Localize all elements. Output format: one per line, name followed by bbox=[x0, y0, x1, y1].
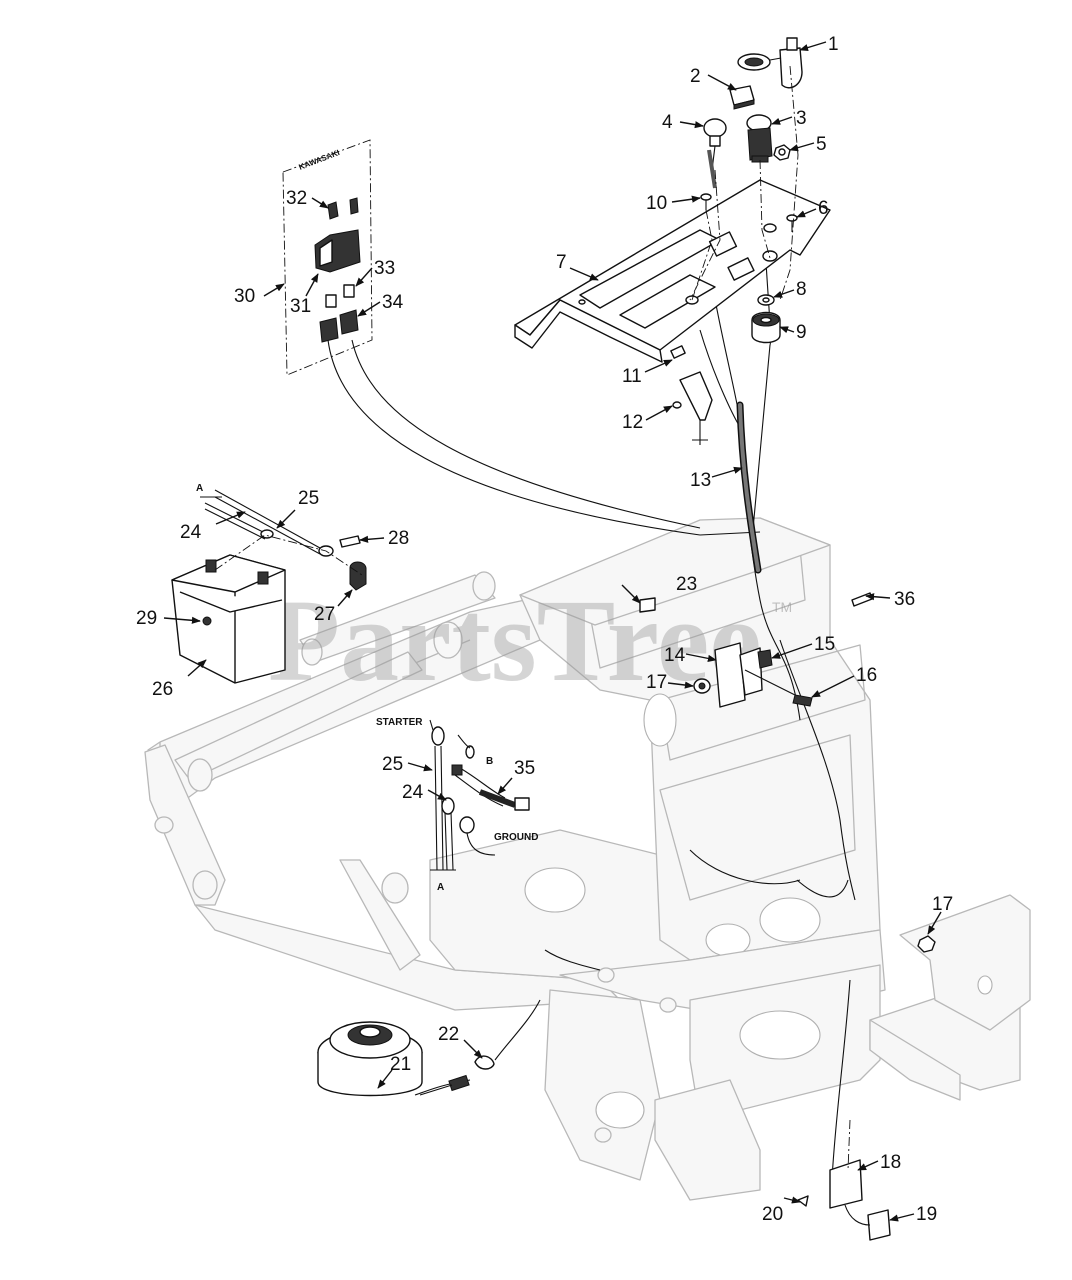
hex-nut bbox=[773, 144, 791, 161]
callout-8: 8 bbox=[796, 279, 807, 300]
callout-28: 28 bbox=[388, 528, 409, 549]
callout-25a: 25 bbox=[298, 488, 319, 509]
battery bbox=[171, 554, 286, 684]
ignition-switch bbox=[746, 114, 773, 163]
watermark: PartsTree TM bbox=[268, 575, 792, 706]
label-a-bottom: A bbox=[437, 882, 444, 893]
callout-7: 7 bbox=[556, 252, 567, 273]
label-ground: GROUND bbox=[494, 832, 538, 843]
callout-33: 33 bbox=[374, 258, 395, 279]
callout-24b: 24 bbox=[402, 782, 424, 803]
label-starter: STARTER bbox=[376, 717, 423, 728]
throttle-knob bbox=[703, 118, 727, 189]
callout-19: 19 bbox=[916, 1204, 937, 1225]
callout-29: 29 bbox=[136, 608, 157, 629]
callout-15: 15 bbox=[814, 634, 835, 655]
callout-10: 10 bbox=[646, 193, 667, 214]
callout-1: 1 bbox=[828, 34, 839, 55]
engine-connector-box: KAWASAKI bbox=[282, 139, 373, 376]
callout-22: 22 bbox=[438, 1024, 459, 1045]
label-b: B bbox=[486, 756, 493, 767]
callout-12: 12 bbox=[622, 412, 643, 433]
callout-17b: 17 bbox=[932, 894, 953, 915]
wiring-harness bbox=[327, 244, 856, 1181]
callout-35: 35 bbox=[514, 758, 535, 779]
seat-switch bbox=[639, 597, 813, 708]
callout-9: 9 bbox=[796, 322, 807, 343]
callout-16: 16 bbox=[856, 665, 877, 686]
engine-label: KAWASAKI bbox=[297, 148, 340, 172]
hex-nut-17 bbox=[917, 935, 936, 953]
callout-13: 13 bbox=[690, 470, 711, 491]
callout-11: 11 bbox=[622, 366, 642, 387]
callout-17a: 17 bbox=[646, 672, 667, 693]
callout-21: 21 bbox=[390, 1054, 411, 1075]
callout-26: 26 bbox=[152, 679, 173, 700]
callout-6: 6 bbox=[818, 198, 829, 219]
callout-numbers: 1 2 3 4 5 6 7 8 9 10 11 12 13 14 15 16 1… bbox=[136, 34, 953, 1225]
callout-36: 36 bbox=[894, 589, 915, 610]
bolt-36 bbox=[851, 592, 873, 607]
callout-25b: 25 bbox=[382, 754, 403, 775]
callout-34: 34 bbox=[382, 292, 404, 313]
watermark-tm: TM bbox=[772, 599, 792, 615]
callout-31: 31 bbox=[290, 296, 311, 317]
callout-4: 4 bbox=[662, 112, 673, 133]
battery-cables: A bbox=[196, 483, 367, 591]
callout-5: 5 bbox=[816, 134, 827, 155]
cable-bracket bbox=[670, 345, 713, 445]
callout-24a: 24 bbox=[180, 522, 202, 543]
label-a-top: A bbox=[196, 483, 203, 494]
screw-6 bbox=[786, 214, 798, 232]
callout-3: 3 bbox=[796, 108, 807, 129]
callout-32: 32 bbox=[286, 188, 307, 209]
callout-leaders bbox=[163, 41, 942, 1222]
dash-panel bbox=[514, 179, 831, 363]
callout-18: 18 bbox=[880, 1152, 901, 1173]
callout-20: 20 bbox=[762, 1204, 783, 1225]
washer-8 bbox=[757, 294, 775, 306]
pto-clutch bbox=[317, 1021, 495, 1097]
pto-switch bbox=[797, 1119, 891, 1241]
hour-meter bbox=[751, 311, 781, 344]
callout-27: 27 bbox=[314, 604, 335, 625]
ignition-key bbox=[737, 37, 803, 89]
screw-10 bbox=[700, 193, 712, 210]
starter-cables: STARTER B GROUND A bbox=[376, 717, 538, 893]
knob-cap bbox=[729, 85, 755, 110]
callout-14: 14 bbox=[664, 645, 686, 666]
callout-2: 2 bbox=[690, 66, 701, 87]
callout-23: 23 bbox=[676, 574, 697, 595]
callout-30: 30 bbox=[234, 286, 255, 307]
